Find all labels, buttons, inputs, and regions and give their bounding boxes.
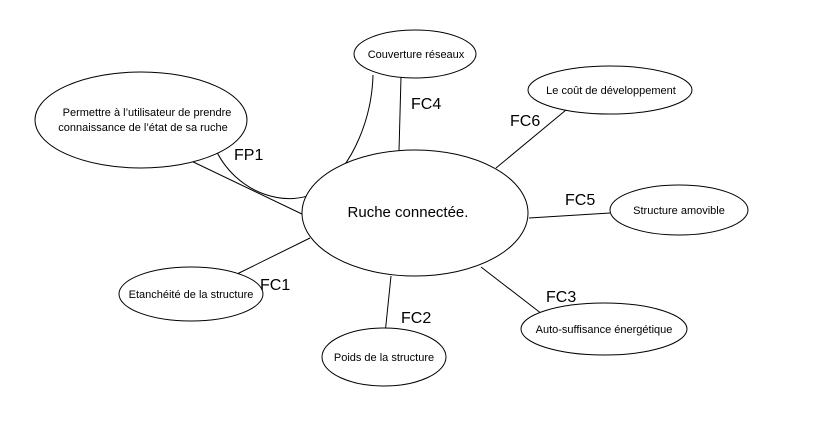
- fc5-label: Structure amovible: [633, 205, 725, 217]
- edge-label-fc1: FC1: [260, 277, 290, 294]
- connector-fp1: [184, 157, 305, 216]
- fc2-label: Poids de la structure: [334, 352, 434, 364]
- connector-fc3: [480, 266, 543, 315]
- fp1-ellipse: [34, 71, 248, 169]
- connectors: [184, 74, 611, 335]
- fc2-ellipse: [321, 327, 447, 387]
- fc6-ellipse: [527, 65, 693, 115]
- fp1-label-line-1: Permettre à l’utilisateur de prendre: [63, 107, 232, 119]
- fc3-ellipse: [520, 302, 688, 356]
- center-label: Ruche connectée.: [348, 204, 469, 221]
- connector-fc2: [384, 275, 392, 335]
- fc4-ellipse: [353, 29, 477, 79]
- edge-label-fc4: FC4: [411, 96, 441, 113]
- edge-label-fc3: FC3: [546, 289, 576, 306]
- node-fc5: Structure amovible: [609, 184, 749, 236]
- edge-label-fc6: FC6: [510, 113, 540, 130]
- fc3-label: Auto-suffisance énergétique: [536, 324, 673, 336]
- connector-fc5: [528, 212, 611, 219]
- fc4-label: Couverture réseaux: [368, 49, 465, 61]
- connector-fc4: [398, 76, 402, 152]
- edge-label-fp1: FP1: [234, 147, 263, 164]
- edge-label-fc5: FC5: [565, 192, 595, 209]
- node-fc2: Poids de la structure: [321, 327, 447, 387]
- connector-fc1: [234, 237, 311, 276]
- fc6-label: Le coût de développement: [546, 85, 676, 97]
- edge-label-fc2: FC2: [401, 310, 431, 327]
- edge-labels: FP1 FC4 FC6 FC5 FC3 FC2 FC1: [234, 96, 595, 327]
- connector-fc6: [495, 109, 567, 169]
- fc1-ellipse: [118, 266, 264, 322]
- fc5-ellipse: [609, 184, 749, 236]
- node-fc1: Etanchéité de la structure: [118, 266, 264, 322]
- node-fc6: Le coût de développement: [527, 65, 693, 115]
- node-fc4: Couverture réseaux: [353, 29, 477, 79]
- fp1-label-line-2: connaissance de l’état de sa ruche: [58, 122, 227, 134]
- node-fc3: Auto-suffisance énergétique: [520, 302, 688, 356]
- node-center: Ruche connectée.: [301, 149, 529, 277]
- center-ellipse: [301, 149, 529, 277]
- fc1-label: Etanchéité de la structure: [129, 289, 254, 301]
- node-fp1: Permettre à l’utilisateur de prendre con…: [34, 71, 248, 169]
